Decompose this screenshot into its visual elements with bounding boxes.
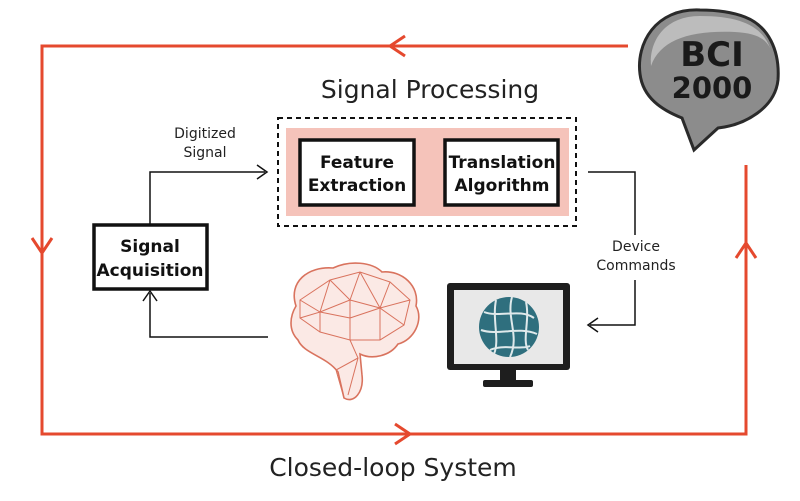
logo-line1: BCI [680, 35, 744, 75]
brain-feedback-connector [142, 289, 268, 338]
globe-network-lines [480, 296, 538, 358]
loop-arrow-top [387, 34, 406, 58]
loop-arrow-right [734, 240, 758, 259]
device-commands-line [588, 171, 636, 235]
bci2000-logo: BCI 2000 [637, 8, 780, 153]
brain-mesh [299, 271, 411, 399]
digitized-signal-arrowhead [256, 164, 269, 180]
brain-feedback-arrowhead [142, 289, 158, 302]
digitized-signal-line [149, 171, 265, 225]
digitized-signal-connector: Digitized Signal [149, 126, 269, 225]
loop-arrow-left [30, 237, 54, 256]
device-label-line2: Commands [596, 258, 675, 274]
feature-extraction-border [298, 138, 416, 207]
monitor-icon [447, 283, 570, 387]
signal-processing-dashed-border [277, 117, 577, 227]
logo-line2: 2000 [672, 71, 753, 105]
closed-loop [30, 34, 758, 446]
feature-extraction-line2: Extraction [308, 176, 406, 196]
digitized-label-line1: Digitized [174, 126, 236, 142]
translation-algorithm-line1: Translation [449, 153, 556, 173]
loop-arrow-bottom [394, 422, 413, 446]
brain-outline [290, 262, 420, 401]
monitor-stand [483, 380, 533, 387]
logo-head-highlight [650, 16, 770, 66]
digitized-label-line2: Signal [183, 145, 226, 161]
device-commands-arrowhead [586, 317, 599, 333]
translation-algorithm-line2: Algorithm [455, 176, 550, 196]
monitor-neck [500, 370, 516, 382]
device-label-line1: Device [612, 239, 660, 255]
logo-head-shape [637, 8, 780, 153]
signal-acquisition-line2: Acquisition [96, 261, 203, 281]
signal-processing-title: Signal Processing [321, 75, 539, 104]
closed-loop-system-label: Closed-loop System [269, 453, 517, 482]
feature-extraction-box: Feature Extraction [298, 138, 416, 207]
signal-acquisition-box: Signal Acquisition [92, 223, 209, 291]
signal-acquisition-line1: Signal [120, 237, 180, 257]
feature-extraction-line1: Feature [320, 153, 394, 173]
translation-algorithm-border [443, 138, 560, 207]
device-commands-line-lower [590, 280, 636, 326]
closed-loop-path [40, 44, 748, 436]
brain-icon [290, 262, 420, 401]
device-commands-connector: Device Commands [586, 171, 676, 333]
brain-feedback-line [149, 293, 268, 338]
translation-algorithm-box: Translation Algorithm [443, 138, 560, 207]
